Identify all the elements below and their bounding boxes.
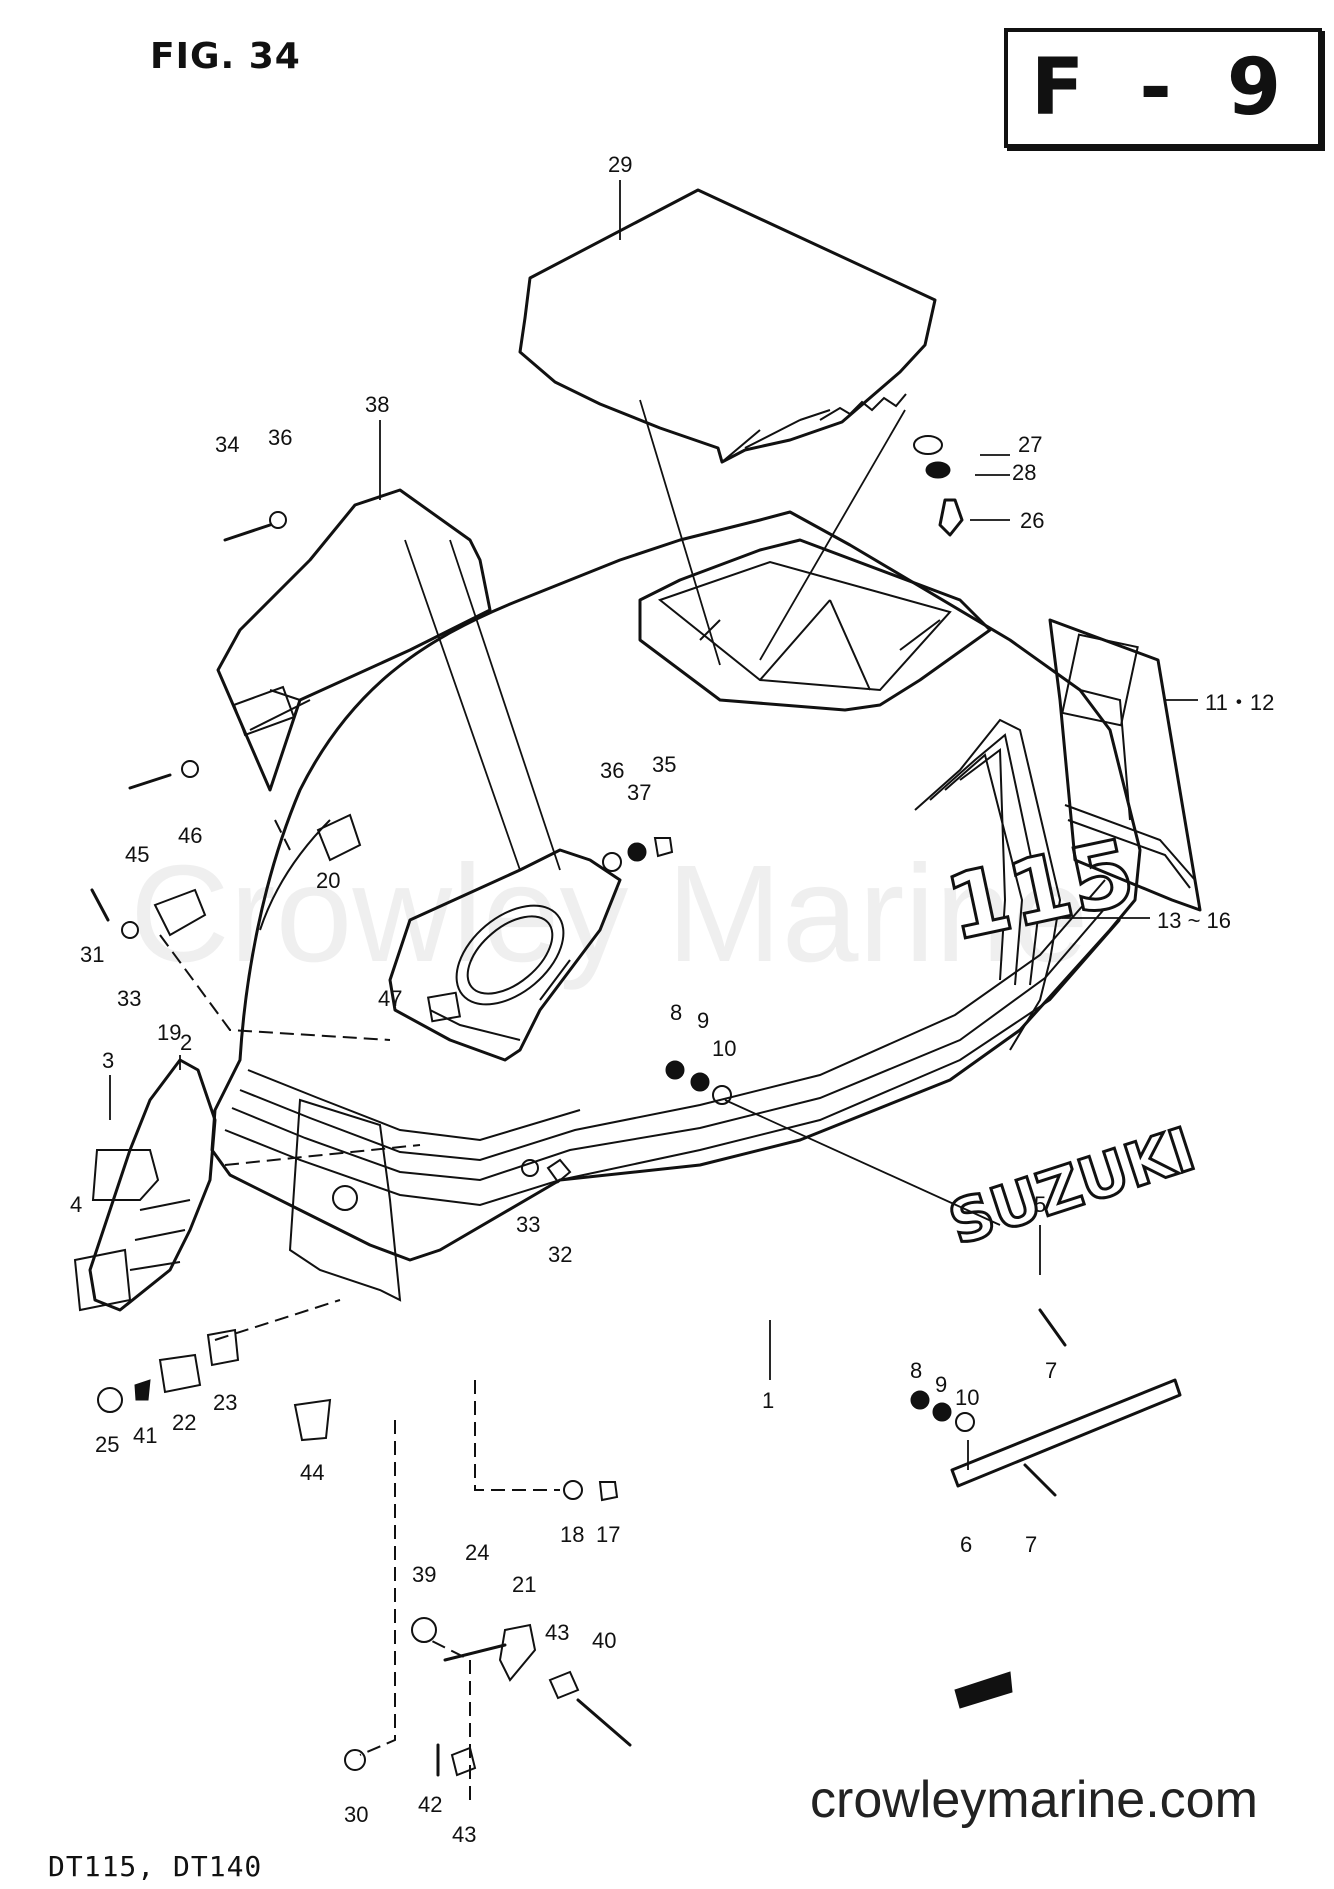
callout-46: 46 — [178, 823, 202, 848]
callout-36-lower: 36 — [600, 758, 624, 783]
callout-28: 28 — [1012, 460, 1036, 485]
callout-labels: 29 38 34 36 27 28 26 11・12 13 ~ 16 36 35… — [70, 152, 1274, 1847]
page-code-box: F - 9 — [1004, 28, 1322, 148]
model-decal-115: 115 — [936, 818, 1145, 963]
callout-36-upper: 36 — [268, 425, 292, 450]
callout-32: 32 — [548, 1242, 572, 1267]
callout-19: 19 — [157, 1020, 181, 1045]
top-cover-panel — [518, 188, 937, 464]
callout-11-12: 11・12 — [1205, 690, 1274, 715]
side-decal-panel-11-12 — [1048, 618, 1202, 912]
callout-42: 42 — [418, 1792, 442, 1817]
model-list: DT115, DT140 — [48, 1850, 263, 1883]
callout-39: 39 — [412, 1562, 436, 1587]
watermark: Crowley Marine — [130, 837, 1089, 991]
callout-38: 38 — [365, 392, 389, 417]
callout-35: 35 — [652, 752, 676, 777]
callout-33-center: 33 — [516, 1212, 540, 1237]
callout-26: 26 — [1020, 508, 1044, 533]
callout-31: 31 — [80, 942, 104, 967]
callout-leaders — [109, 180, 1198, 1470]
assembly-lines — [159, 399, 1001, 1800]
callout-44: 44 — [300, 1460, 324, 1485]
engine-cowling — [210, 510, 1142, 1302]
website-label: crowleymarine.com — [810, 1771, 1258, 1829]
callout-1: 1 — [762, 1388, 774, 1413]
callout-43-upper: 43 — [545, 1620, 569, 1645]
callout-33-left: 33 — [117, 986, 141, 1011]
callout-2: 2 — [180, 1030, 192, 1055]
callout-10-upper: 10 — [712, 1036, 736, 1061]
callout-43-lower: 43 — [452, 1822, 476, 1847]
callout-8-lower: 8 — [910, 1358, 922, 1383]
callout-9-upper: 9 — [697, 1008, 709, 1033]
callout-37: 37 — [627, 780, 651, 805]
callout-29: 29 — [608, 152, 632, 177]
callout-7-lower: 7 — [1025, 1532, 1037, 1557]
callout-45: 45 — [125, 842, 149, 867]
callout-18: 18 — [560, 1522, 584, 1547]
brand-decal-text: SUZUKI — [941, 1115, 1203, 1260]
callout-34: 34 — [215, 432, 239, 457]
model-decal-text: 115 — [938, 820, 1144, 962]
callout-40: 40 — [592, 1628, 616, 1653]
side-cover-38 — [216, 488, 492, 792]
callout-41: 41 — [133, 1423, 157, 1448]
callout-13-16: 13 ~ 16 — [1157, 908, 1231, 933]
callout-47: 47 — [378, 986, 402, 1011]
callout-10-lower: 10 — [955, 1385, 979, 1410]
callout-22: 22 — [172, 1410, 196, 1435]
callout-21: 21 — [512, 1572, 536, 1597]
figure-title: FIG. 34 — [150, 36, 301, 77]
callout-23: 23 — [213, 1390, 237, 1415]
callout-17: 17 — [596, 1522, 620, 1547]
callout-27: 27 — [1018, 432, 1042, 457]
callout-8-upper: 8 — [670, 1000, 682, 1025]
callout-24: 24 — [465, 1540, 489, 1565]
callout-4: 4 — [70, 1192, 82, 1217]
callout-5: 5 — [1034, 1192, 1046, 1217]
callout-7-upper: 7 — [1045, 1358, 1057, 1383]
callout-6: 6 — [960, 1532, 972, 1557]
callout-3: 3 — [102, 1048, 114, 1073]
front-latch-panel — [73, 1058, 217, 1312]
callout-25: 25 — [95, 1432, 119, 1457]
callout-20: 20 — [316, 868, 340, 893]
hardware-fasteners — [90, 435, 1182, 1777]
callout-9-lower: 9 — [935, 1372, 947, 1397]
callout-30: 30 — [344, 1802, 368, 1827]
suzuki-decal: SUZUKI — [940, 1113, 1205, 1261]
